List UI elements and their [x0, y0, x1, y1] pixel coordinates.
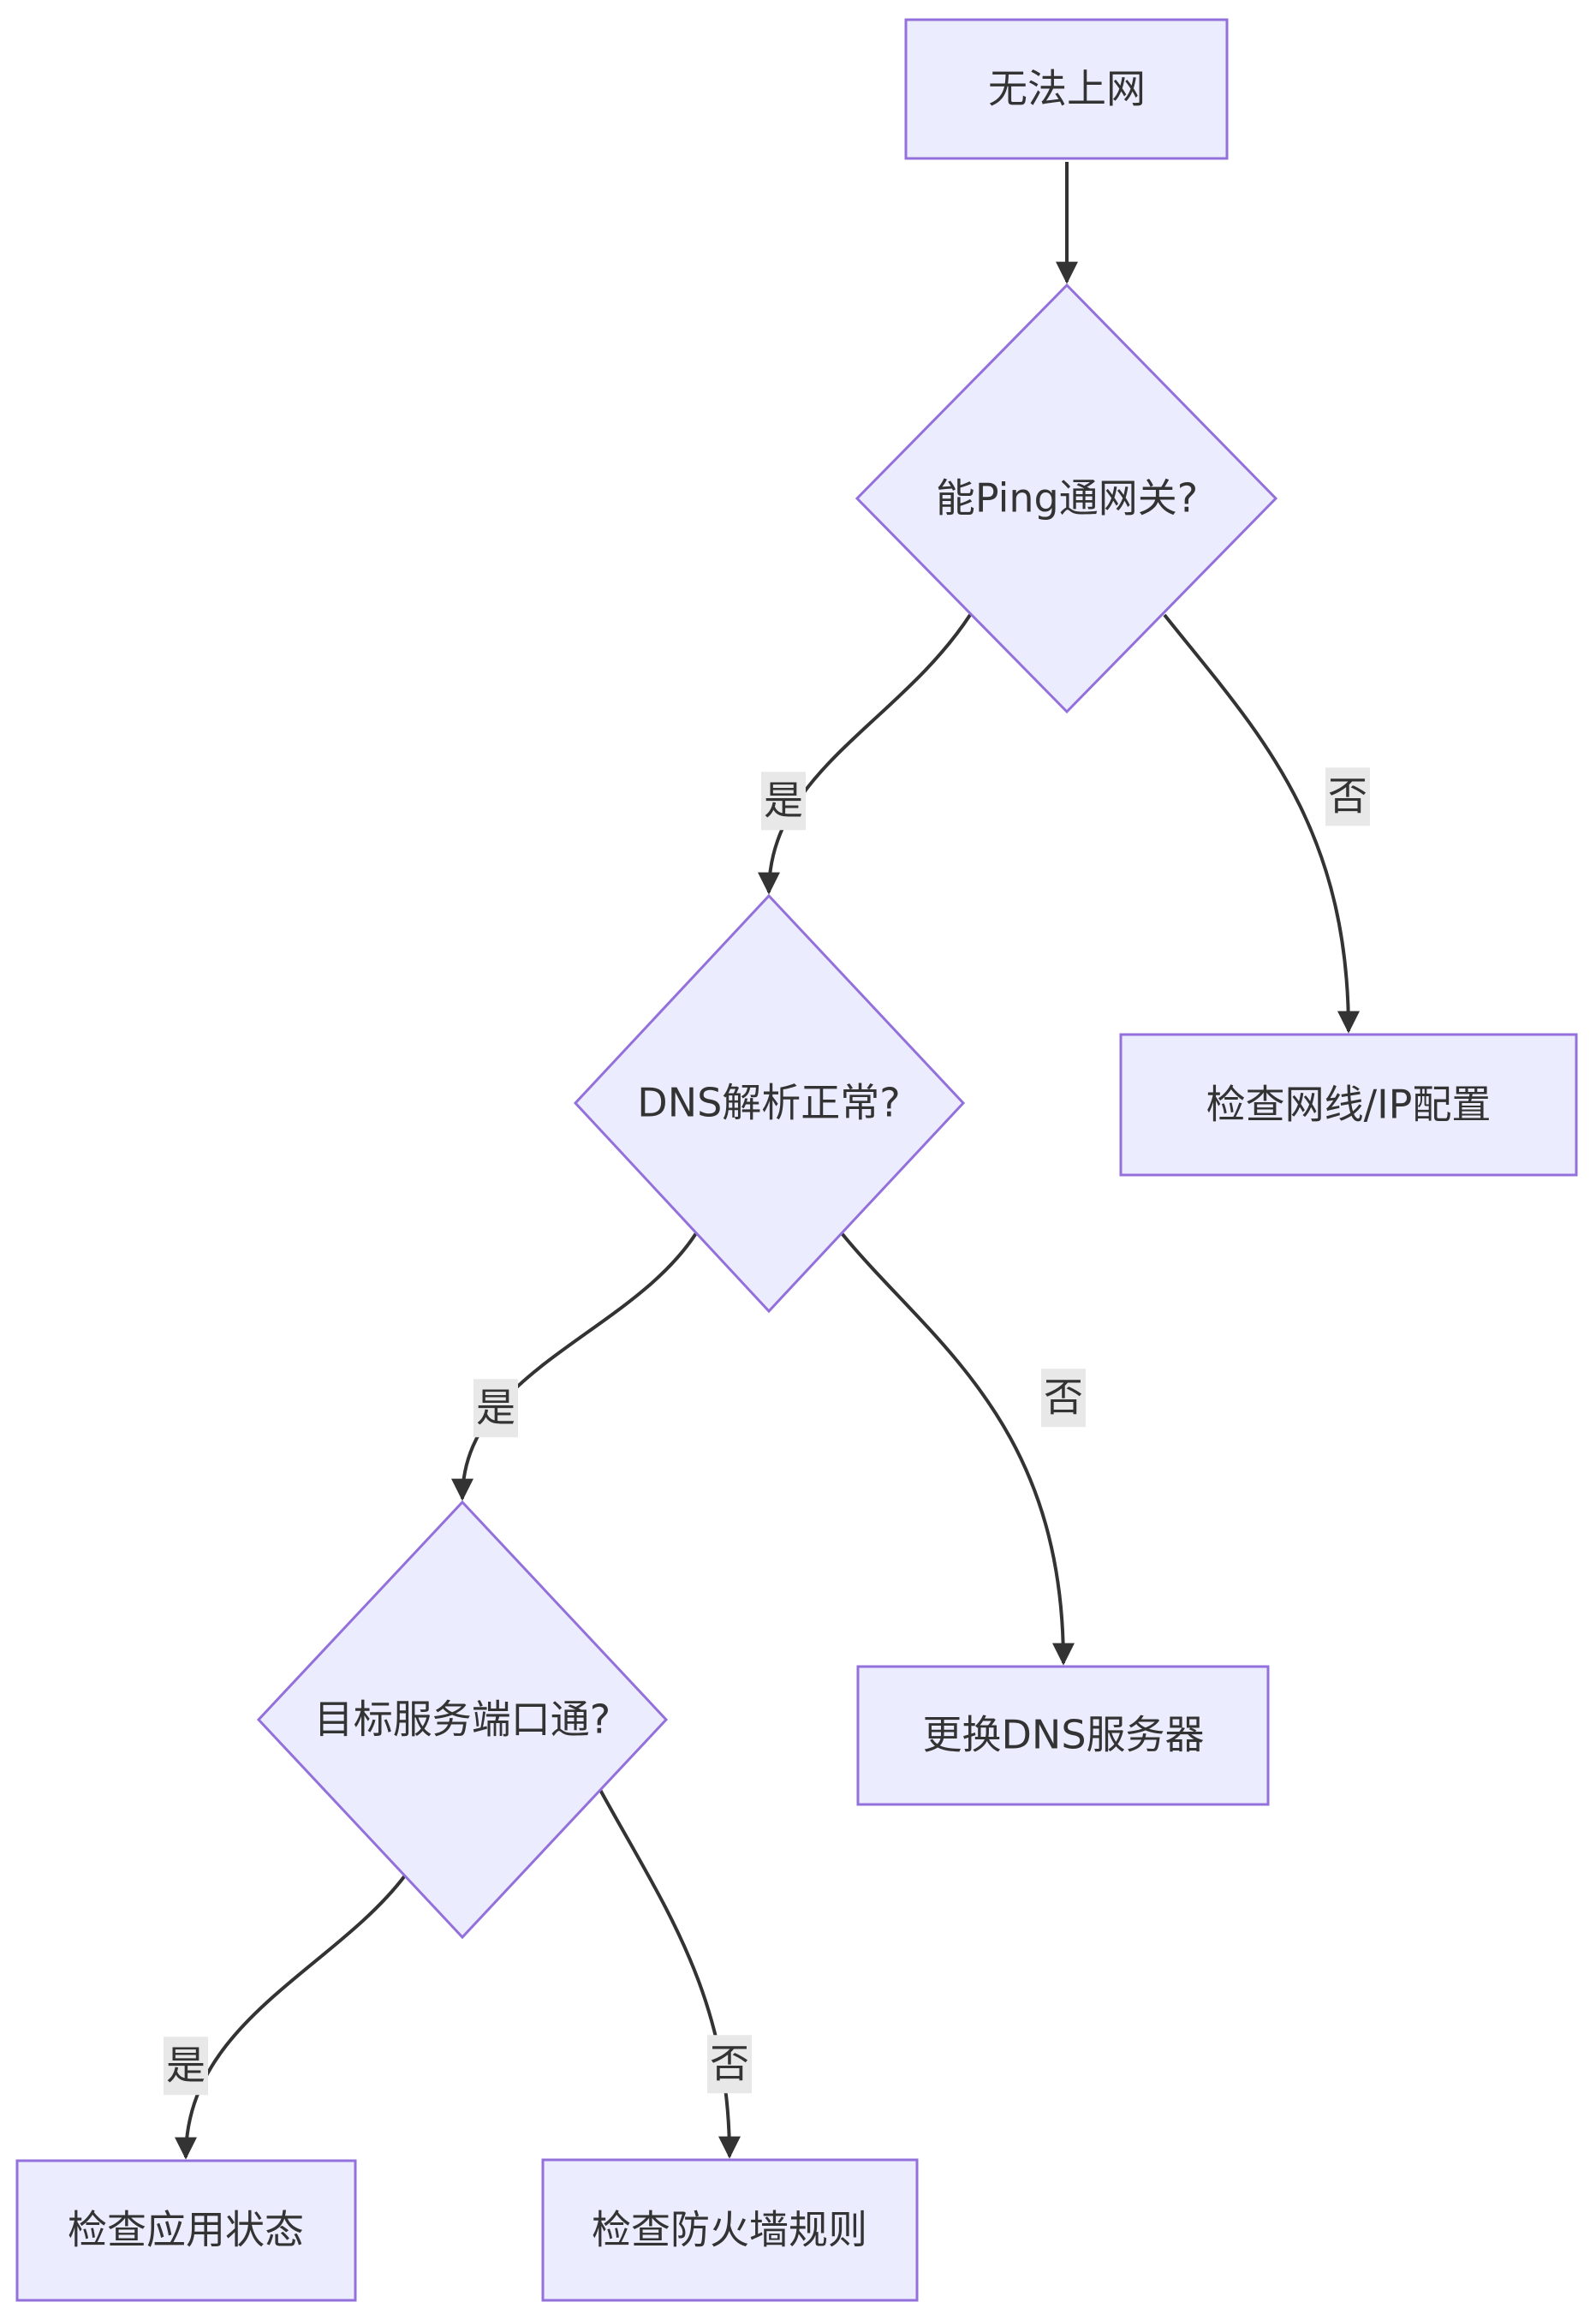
- check-cable-node-label: 检查网线/IP配置: [1206, 1081, 1492, 1128]
- edge-port-yes-to-check-app: [175, 1874, 407, 2160]
- check-app-node-shape: [15, 2159, 357, 2302]
- edge-ping-gateway-yes-to-dns: [758, 613, 972, 895]
- edge-ping-gateway-no-to-check-cable: [1163, 613, 1360, 1034]
- edge-label-yes-port-to-app: 是: [164, 2037, 208, 2095]
- edge-label-yes-dns-to-port: 是: [473, 1379, 518, 1437]
- start-node-label: 无法上网: [988, 65, 1146, 112]
- edge-label-yes-ping-to-dns: 是: [761, 772, 806, 830]
- edge-port-no-to-check-firewall: [598, 1789, 741, 2159]
- edge-label-no-dns-to-changedns: 否: [1041, 1369, 1086, 1427]
- check-firewall-node-label: 检查防火墙规则: [592, 2206, 867, 2253]
- check-cable-node-shape: [1119, 1033, 1578, 1177]
- port-decision-shape: [256, 1500, 669, 1940]
- start-node-shape: [904, 18, 1229, 160]
- port-decision-label: 目标服务端口通?: [313, 1696, 611, 1743]
- dns-decision-label: DNS解析正常?: [637, 1079, 901, 1126]
- edge-dns-no-to-change-dns: [840, 1232, 1075, 1666]
- check-app-node-label: 检查应用状态: [68, 2206, 304, 2253]
- check-firewall-node-shape: [541, 2158, 919, 2302]
- change-dns-node-label: 更换DNS服务器: [922, 1711, 1205, 1758]
- change-dns-node-shape: [856, 1665, 1270, 1806]
- dns-decision-shape: [573, 893, 966, 1314]
- ping-gateway-decision-shape: [855, 283, 1278, 714]
- edge-label-no-ping-to-cable: 否: [1325, 767, 1370, 826]
- edge-dns-yes-to-port: [451, 1232, 698, 1501]
- ping-gateway-decision-label: 能Ping通网关?: [935, 474, 1199, 522]
- edge-label-no-port-to-firewall: 否: [707, 2035, 752, 2093]
